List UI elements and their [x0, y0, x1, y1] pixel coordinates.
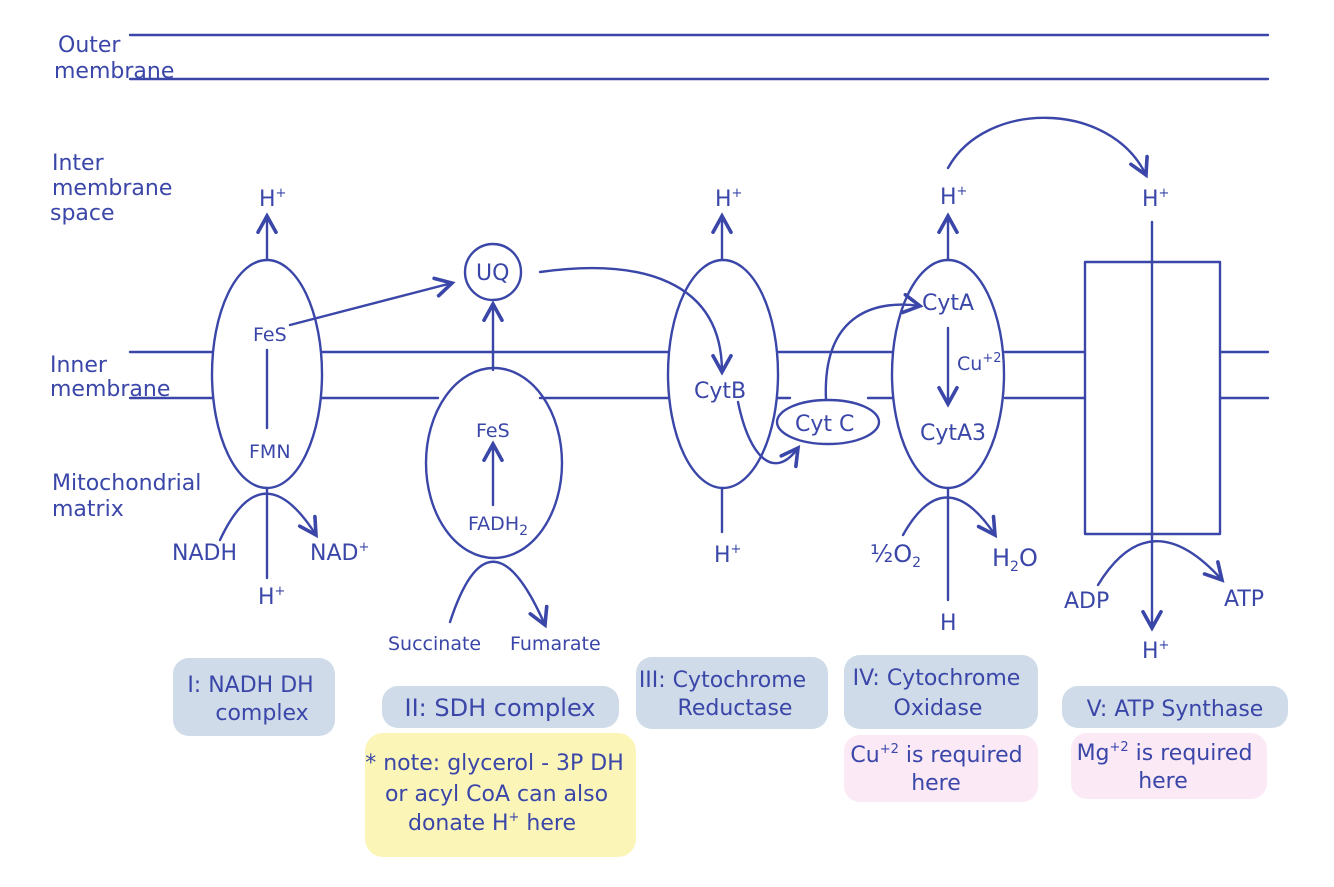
- complex-3-h-top: H+: [715, 186, 742, 212]
- complex-4-cyta: CytA: [922, 291, 974, 316]
- complex-1-nad: NAD+: [310, 540, 369, 566]
- complex-4-o2-arrow: [901, 496, 995, 536]
- complex-4-cu: Cu+2: [957, 351, 1001, 375]
- complex-3-shape: [666, 258, 780, 490]
- uq-circle: [463, 242, 523, 302]
- complex-2-note: * note: glycerol - 3P DH or acyl CoA can…: [365, 751, 631, 836]
- complex-1-nadh-arrow: [218, 492, 316, 542]
- complex-5: H+ ADP ATP H+: [1064, 186, 1264, 664]
- complex-1-fes: FeS: [253, 324, 287, 346]
- complex-4: H+ CytA Cu+2 CytA3 ½O2 H2O H: [870, 184, 1038, 636]
- complex-5-note: Mg+2 is required here: [1077, 740, 1260, 794]
- cytochrome-c: Cyt C: [775, 305, 920, 446]
- cytc-to-cyta-arrow: [824, 305, 920, 402]
- complex-4-label-box: IV: Cytochrome Oxidase: [844, 655, 1038, 729]
- complex-1-label-box: I: NADH DH complex: [173, 658, 335, 736]
- inner-membrane: [128, 350, 1270, 400]
- complex-5-atp: ATP: [1224, 587, 1264, 612]
- complex-4-cyta3: CytA3: [920, 421, 986, 446]
- uq-to-cytb-arrow: [538, 266, 722, 372]
- uq-label: UQ: [476, 261, 509, 286]
- cytb-to-cytc-arrow: [736, 400, 798, 463]
- complex-4-o2: ½O2: [870, 540, 921, 571]
- cytc-label: Cyt C: [795, 412, 854, 437]
- complex-4-h-bottom: H: [940, 611, 957, 636]
- complex-5-h-top: H+: [1142, 186, 1169, 212]
- complex-5-h-bottom: H+: [1142, 638, 1169, 664]
- complex-4-note: Cu+2 is required here: [850, 742, 1029, 796]
- complex-1-label: I: NADH DH complex: [187, 673, 320, 726]
- complex-4-label-bg: [844, 655, 1038, 729]
- complex-1-h-top: H+: [259, 186, 286, 212]
- matrix-label: Mitochondrial matrix: [52, 471, 208, 522]
- complex-1-h-bottom: H+: [258, 584, 285, 610]
- complex-1: H+ FeS FMN NADH NAD+ H+: [172, 186, 369, 610]
- complex-4-h-top: H+: [940, 184, 967, 210]
- complex-5-adp-atp-arrow: [1096, 540, 1222, 587]
- complex-2-fumarate: Fumarate: [510, 633, 601, 655]
- complex-2-succinate-arrow: [448, 560, 545, 625]
- complex-4-note-box: Cu+2 is required here: [844, 735, 1038, 802]
- complex-4-note-bg: [844, 735, 1038, 802]
- complex-2-fadh: FADH2: [468, 513, 528, 539]
- cytc-shape: [775, 398, 881, 446]
- complex-5-label-box: V: ATP Synthase: [1062, 686, 1288, 728]
- outer-membrane-label: Outer membrane: [54, 33, 174, 84]
- complex-3-label: III: Cytochrome Reductase: [639, 668, 813, 721]
- complex-2-label-bg: [382, 686, 619, 728]
- ubiquinone: UQ: [463, 242, 523, 302]
- complex-2-note-box: * note: glycerol - 3P DH or acyl CoA can…: [365, 733, 636, 857]
- inner-membrane-label: Inner membrane: [50, 353, 170, 402]
- complex-3-cytb: CytB: [694, 379, 746, 404]
- complex-3: H+ CytB H+: [666, 186, 798, 568]
- complex-5-note-bg: [1071, 733, 1267, 799]
- complex-2-note-bg: [365, 733, 636, 857]
- complex-5-label: V: ATP Synthase: [1087, 697, 1264, 722]
- complex-4-h2o: H2O: [992, 544, 1038, 575]
- complex-3-h-bottom: H+: [714, 542, 741, 568]
- intermembrane-space-label: Inter membrane space: [50, 151, 179, 226]
- complex-2-fes: FeS: [476, 420, 510, 442]
- complex-3-label-bg: [636, 657, 828, 729]
- complex-2-label: II: SDH complex: [405, 694, 596, 722]
- complex-4-label: IV: Cytochrome Oxidase: [853, 666, 1028, 721]
- complex-3-label-box: III: Cytochrome Reductase: [636, 657, 828, 729]
- complex-5-adp: ADP: [1064, 589, 1109, 614]
- complex-1-label-bg: [173, 658, 335, 736]
- complex-5-note-box: Mg+2 is required here: [1071, 733, 1267, 799]
- fes-to-uq-arrow: [288, 283, 452, 327]
- complex-2-succinate: Succinate: [388, 633, 481, 655]
- complex-2: FeS FADH2 Succinate Fumarate: [388, 304, 601, 655]
- proton-to-atp-synthase-arrow: [946, 116, 1146, 175]
- complex-5-label-bg: [1062, 686, 1288, 728]
- complex-2-label-box: II: SDH complex: [382, 686, 619, 728]
- complex-1-fmn: FMN: [249, 441, 291, 463]
- complex-1-nadh: NADH: [172, 541, 237, 566]
